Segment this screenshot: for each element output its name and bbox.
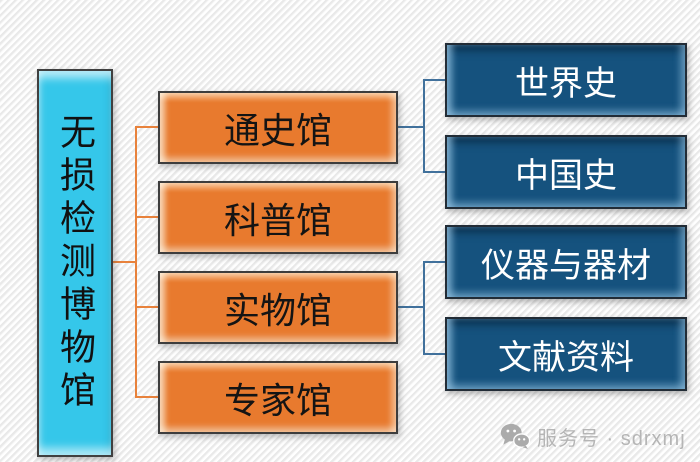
connector-artifact-stub: [396, 306, 424, 308]
root-label: 无损检测博物馆: [55, 112, 96, 414]
node-ndt-museum: 无损检测博物馆: [37, 69, 113, 457]
leaf-label: 仪器与器材: [481, 246, 651, 285]
connector-leaf-documents: [423, 353, 445, 355]
connector-history-trunk: [423, 79, 425, 173]
branch-label: 科普馆: [223, 199, 332, 241]
connector-root-stub: [112, 261, 137, 263]
node-world-history: 世界史: [445, 43, 687, 117]
connector-leaf-instruments: [423, 261, 445, 263]
leaf-label: 文献资料: [498, 338, 634, 377]
connector-leaf-world-history: [423, 79, 445, 81]
connector-history-stub: [396, 126, 424, 128]
node-general-history-hall: 通史馆: [158, 91, 398, 164]
node-artifact-hall: 实物馆: [158, 271, 398, 344]
wechat-watermark: 服务号 · sdrxmj: [500, 422, 686, 450]
node-documents-materials: 文献资料: [445, 317, 687, 391]
leaf-label: 中国史: [515, 156, 617, 195]
connector-branch-2: [135, 216, 158, 218]
leaf-label: 世界史: [515, 64, 617, 103]
connector-branch-3: [135, 306, 158, 308]
branch-label: 通史馆: [223, 109, 332, 151]
connector-branch-trunk: [135, 126, 137, 398]
branch-label: 专家馆: [223, 379, 332, 421]
watermark-text: 服务号 · sdrxmj: [537, 427, 686, 450]
connector-artifact-trunk: [423, 261, 425, 355]
connector-leaf-chinese-history: [423, 171, 445, 173]
connector-branch-1: [135, 126, 158, 128]
node-chinese-history: 中国史: [445, 135, 687, 209]
node-expert-hall: 专家馆: [158, 361, 398, 434]
connector-branch-4: [135, 396, 158, 398]
node-science-hall: 科普馆: [158, 181, 398, 254]
wechat-icon: [500, 423, 530, 449]
branch-label: 实物馆: [223, 289, 332, 331]
node-instruments-equipment: 仪器与器材: [445, 225, 687, 299]
